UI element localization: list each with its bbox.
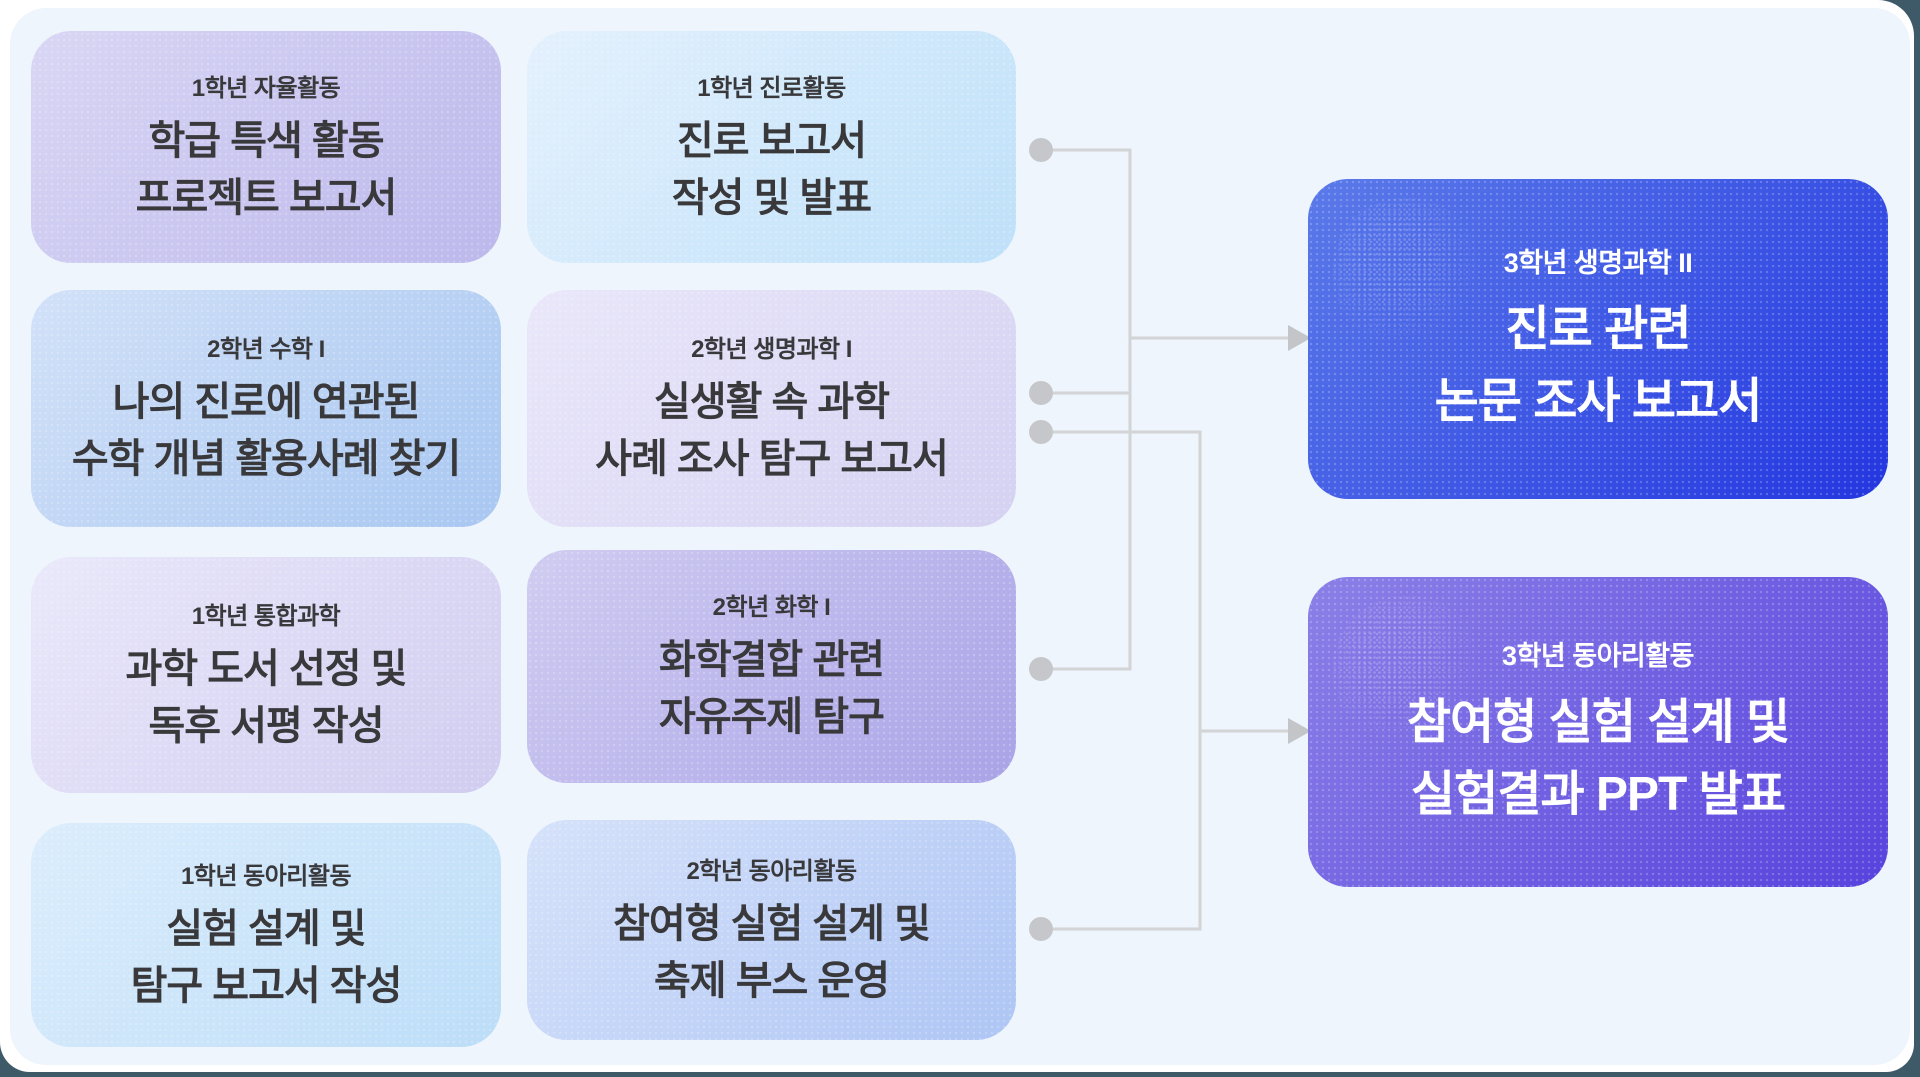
card-line: 학급 특색 활동 — [148, 118, 384, 163]
connector-dot — [1029, 917, 1053, 941]
card-line: 과학 도서 선정 및 — [125, 646, 408, 691]
card-line: 참여형 실험 설계 및 — [1406, 696, 1790, 750]
card-line: 실험 설계 및 — [166, 906, 366, 951]
card-grade1-integrated-science: 1학년 통합과학 과학 도서 선정 및 독후 서평 작성 — [31, 557, 501, 793]
card-line: 나의 진로에 연관된 — [112, 380, 421, 425]
card-grade3-club-activity: 3학년 동아리활동 참여형 실험 설계 및 실험결과 PPT 발표 — [1308, 577, 1888, 887]
card-line: 실생활 속 과학 — [653, 380, 890, 425]
connector-dot — [1029, 381, 1053, 405]
card-grade1-career-activity: 1학년 진로활동 진로 보고서 작성 및 발표 — [527, 31, 1016, 263]
card-line: 작성 및 발표 — [671, 175, 872, 220]
card-tag: 2학년 생명과학 I — [691, 336, 852, 364]
card-tag: 1학년 진로활동 — [697, 74, 846, 102]
card-tag: 2학년 동아리활동 — [686, 857, 857, 885]
card-line: 수학 개념 활용사례 찾기 — [71, 437, 461, 481]
card-tag: 3학년 동아리활동 — [1502, 641, 1694, 672]
card-line: 자유주제 탐구 — [659, 695, 885, 739]
card-line: 화학결합 관련 — [659, 638, 885, 683]
card-tag: 1학년 자율활동 — [191, 74, 341, 102]
card-grade1-club-activity: 1학년 동아리활동 실험 설계 및 탐구 보고서 작성 — [31, 823, 501, 1047]
card-tag: 2학년 화학 I — [712, 594, 831, 622]
card-line: 참여형 실험 설계 및 — [613, 901, 931, 946]
card-grade3-biology2: 3학년 생명과학 II 진로 관련 논문 조사 보고서 — [1308, 179, 1888, 499]
connector-dot — [1029, 138, 1053, 162]
connector-group-b — [1041, 430, 1288, 931]
card-line: 탐구 보고서 작성 — [130, 963, 403, 1008]
card-grade2-math1: 2학년 수학 I 나의 진로에 연관된 수학 개념 활용사례 찾기 — [31, 290, 501, 527]
card-line: 독후 서평 작성 — [148, 703, 384, 748]
connector-dot — [1029, 420, 1053, 444]
connector-dot — [1029, 657, 1053, 681]
card-line: 프로젝트 보고서 — [135, 175, 398, 220]
card-grade2-club-activity: 2학년 동아리활동 참여형 실험 설계 및 축제 부스 운영 — [527, 820, 1016, 1040]
arrow-right-icon — [1288, 325, 1311, 351]
card-tag: 3학년 생명과학 II — [1503, 248, 1693, 279]
card-line: 실험결과 PPT 발표 — [1411, 767, 1786, 821]
card-tag: 2학년 수학 I — [207, 336, 325, 364]
card-grade1-autonomous-activity: 1학년 자율활동 학급 특색 활동 프로젝트 보고서 — [31, 31, 501, 263]
card-line: 논문 조사 보고서 — [1434, 374, 1763, 428]
card-line: 진로 관련 — [1505, 303, 1692, 357]
card-grade2-chemistry1: 2학년 화학 I 화학결합 관련 자유주제 탐구 — [527, 550, 1016, 783]
card-grade2-biology1: 2학년 생명과학 I 실생활 속 과학 사례 조사 탐구 보고서 — [527, 290, 1016, 527]
card-tag: 1학년 통합과학 — [191, 602, 341, 630]
card-line: 축제 부스 운영 — [653, 958, 890, 1003]
card-tag: 1학년 동아리활동 — [180, 862, 352, 890]
card-line: 사례 조사 탐구 보고서 — [595, 437, 949, 481]
card-line: 진로 보고서 — [676, 118, 867, 163]
arrow-right-icon — [1288, 718, 1311, 744]
connector-group-a — [1041, 148, 1288, 671]
